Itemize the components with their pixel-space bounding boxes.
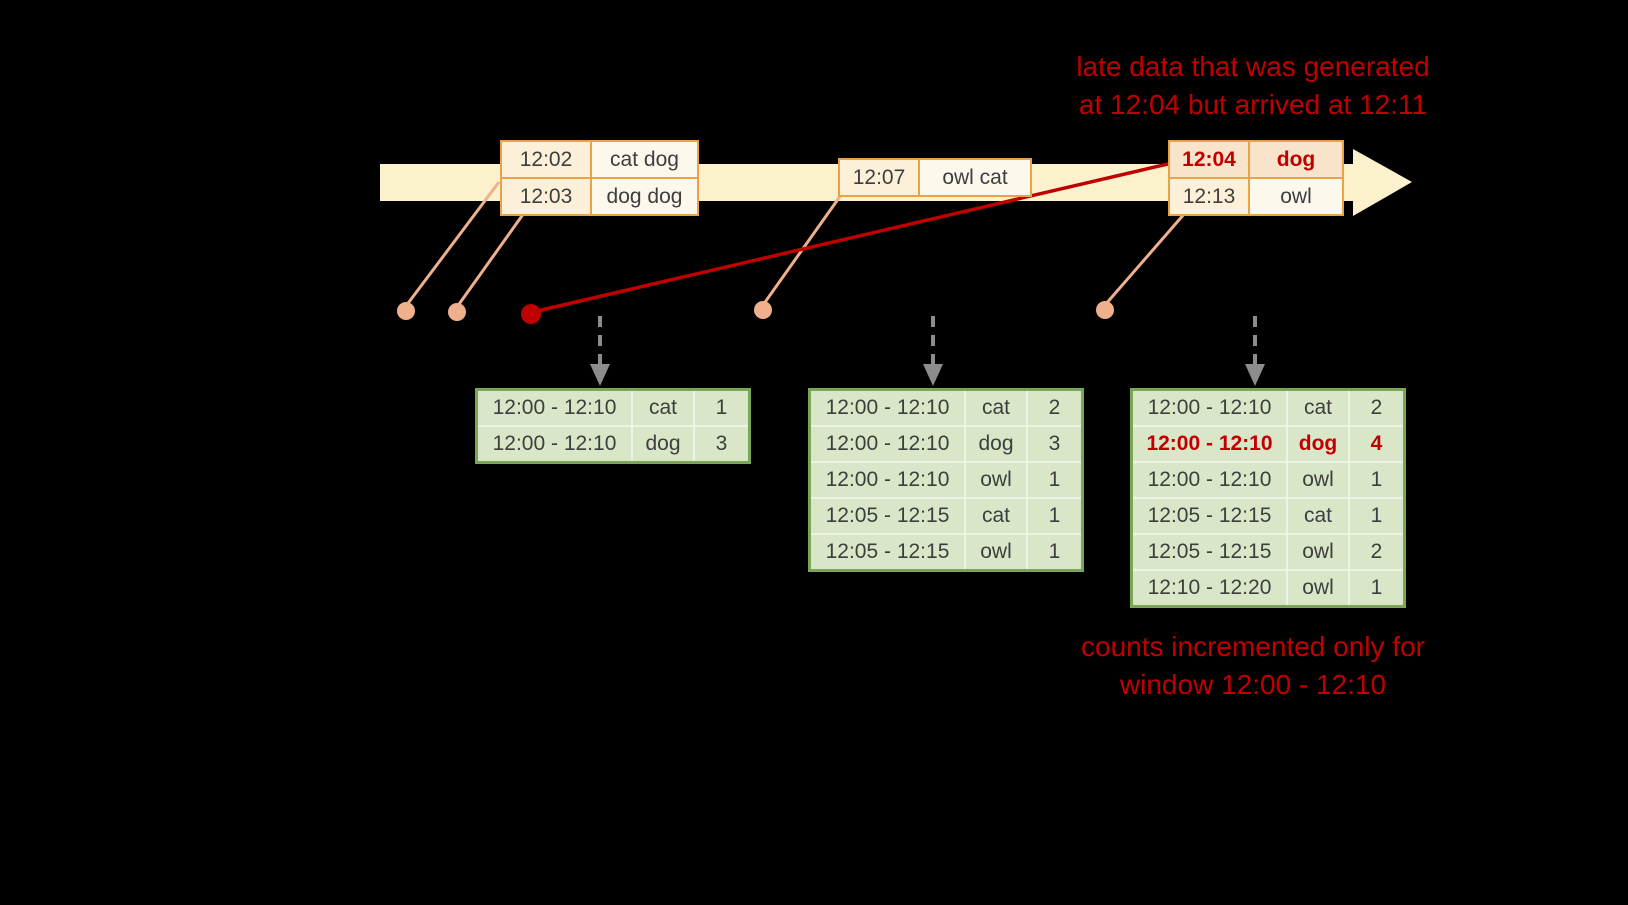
- counts-note-line1: counts incremented only for: [1081, 631, 1425, 662]
- result-row: 12:05 - 12:15 cat 1: [808, 497, 1084, 535]
- word-cell: dog: [1286, 425, 1350, 463]
- word-cell: owl: [964, 533, 1028, 572]
- event-connector-line: [455, 212, 526, 308]
- result-row: 12:00 - 12:10 dog 3: [475, 425, 751, 464]
- count-cell: 1: [1348, 497, 1406, 535]
- word-cell: owl: [1286, 461, 1350, 499]
- word-cell: cat: [1286, 388, 1350, 427]
- window-cell: 12:10 - 12:20: [1130, 569, 1288, 608]
- event-time: 12:13: [1168, 177, 1250, 216]
- result-row: 12:00 - 12:10 owl 1: [808, 461, 1084, 499]
- word-cell: cat: [964, 497, 1028, 535]
- event-row: 12:13 owl: [1168, 177, 1344, 216]
- late-data-note-line2: at 12:04 but arrived at 12:11: [1078, 89, 1428, 120]
- word-cell: dog: [631, 425, 695, 464]
- count-cell: 1: [1348, 461, 1406, 499]
- event-time: 12:07: [838, 158, 920, 197]
- result-row: 12:00 - 12:10 cat 2: [1130, 388, 1406, 427]
- window-cell: 12:00 - 12:10: [808, 461, 966, 499]
- event-dot: [397, 302, 415, 320]
- counts-incremented-note: counts incremented only for window 12:00…: [1013, 628, 1493, 704]
- result-row: 12:05 - 12:15 owl 1: [808, 533, 1084, 572]
- count-cell: 1: [1026, 497, 1084, 535]
- window-cell: 12:05 - 12:15: [808, 533, 966, 572]
- count-cell: 1: [1026, 461, 1084, 499]
- late-event-time: 12:04: [1168, 140, 1250, 179]
- event-dot: [1096, 301, 1114, 319]
- late-event-row: 12:04 dog: [1168, 140, 1344, 179]
- event-words: owl cat: [918, 158, 1032, 197]
- counts-note-line2: window 12:00 - 12:10: [1119, 669, 1387, 700]
- window-cell: 12:00 - 12:10: [1130, 461, 1288, 499]
- window-cell: 12:05 - 12:15: [1130, 497, 1288, 535]
- event-row: 12:07 owl cat: [838, 158, 1032, 197]
- event-dot: [754, 301, 772, 319]
- event-connector-line: [1103, 212, 1187, 306]
- count-cell: 1: [1026, 533, 1084, 572]
- result-row: 12:05 - 12:15 cat 1: [1130, 497, 1406, 535]
- count-cell: 2: [1348, 533, 1406, 571]
- event-words: dog dog: [590, 177, 699, 216]
- word-cell: owl: [964, 461, 1028, 499]
- window-cell: 12:00 - 12:10: [1130, 425, 1288, 463]
- event-words: owl: [1248, 177, 1344, 216]
- result-row: 12:00 - 12:10 owl 1: [1130, 461, 1406, 499]
- result-row: 12:05 - 12:15 owl 2: [1130, 533, 1406, 571]
- result-row: 12:00 - 12:10 cat 1: [475, 388, 751, 427]
- late-event-dot: [521, 304, 541, 324]
- late-event-words: dog: [1248, 140, 1344, 179]
- count-cell: 2: [1348, 388, 1406, 427]
- count-cell: 3: [1026, 425, 1084, 463]
- late-data-note-line1: late data that was generated: [1076, 51, 1430, 82]
- late-updated-result-row: 12:00 - 12:10 dog 4: [1130, 425, 1406, 463]
- timeline-arrowhead-icon: [1353, 149, 1412, 216]
- late-data-note: late data that was generated at 12:04 bu…: [1013, 48, 1493, 124]
- word-cell: cat: [964, 388, 1028, 427]
- event-row: 12:02 cat dog: [500, 140, 699, 179]
- window-cell: 12:05 - 12:15: [1130, 533, 1288, 571]
- event-row: 12:03 dog dog: [500, 177, 699, 216]
- count-cell: 1: [1348, 569, 1406, 608]
- result-row: 12:10 - 12:20 owl 1: [1130, 569, 1406, 608]
- event-batch-1: 12:02 cat dog 12:03 dog dog: [500, 140, 699, 216]
- event-time: 12:03: [500, 177, 592, 216]
- event-dot: [448, 303, 466, 321]
- trigger-arrowhead-icon: [923, 364, 943, 386]
- word-cell: owl: [1286, 533, 1350, 571]
- count-cell: 1: [693, 388, 751, 427]
- window-cell: 12:00 - 12:10: [475, 425, 633, 464]
- trigger-arrowhead-icon: [590, 364, 610, 386]
- count-cell: 3: [693, 425, 751, 464]
- count-cell: 4: [1348, 425, 1406, 463]
- event-time: 12:02: [500, 140, 592, 179]
- word-cell: dog: [964, 425, 1028, 463]
- word-cell: owl: [1286, 569, 1350, 608]
- event-connector-line: [404, 181, 501, 307]
- count-cell: 2: [1026, 388, 1084, 427]
- window-cell: 12:00 - 12:10: [1130, 388, 1288, 427]
- word-cell: cat: [1286, 497, 1350, 535]
- result-table-1: 12:00 - 12:10 cat 1 12:00 - 12:10 dog 3: [475, 388, 751, 464]
- event-batch-3: 12:04 dog 12:13 owl: [1168, 140, 1344, 216]
- event-batch-2: 12:07 owl cat: [838, 158, 1032, 197]
- event-words: cat dog: [590, 140, 699, 179]
- window-cell: 12:00 - 12:10: [475, 388, 633, 427]
- result-row: 12:00 - 12:10 cat 2: [808, 388, 1084, 427]
- word-cell: cat: [631, 388, 695, 427]
- result-table-2: 12:00 - 12:10 cat 2 12:00 - 12:10 dog 3 …: [808, 388, 1084, 572]
- trigger-arrowhead-icon: [1245, 364, 1265, 386]
- result-table-3: 12:00 - 12:10 cat 2 12:00 - 12:10 dog 4 …: [1130, 388, 1406, 608]
- window-cell: 12:05 - 12:15: [808, 497, 966, 535]
- window-cell: 12:00 - 12:10: [808, 388, 966, 427]
- result-row: 12:00 - 12:10 dog 3: [808, 425, 1084, 463]
- window-cell: 12:00 - 12:10: [808, 425, 966, 463]
- late-data-line: [532, 161, 1173, 314]
